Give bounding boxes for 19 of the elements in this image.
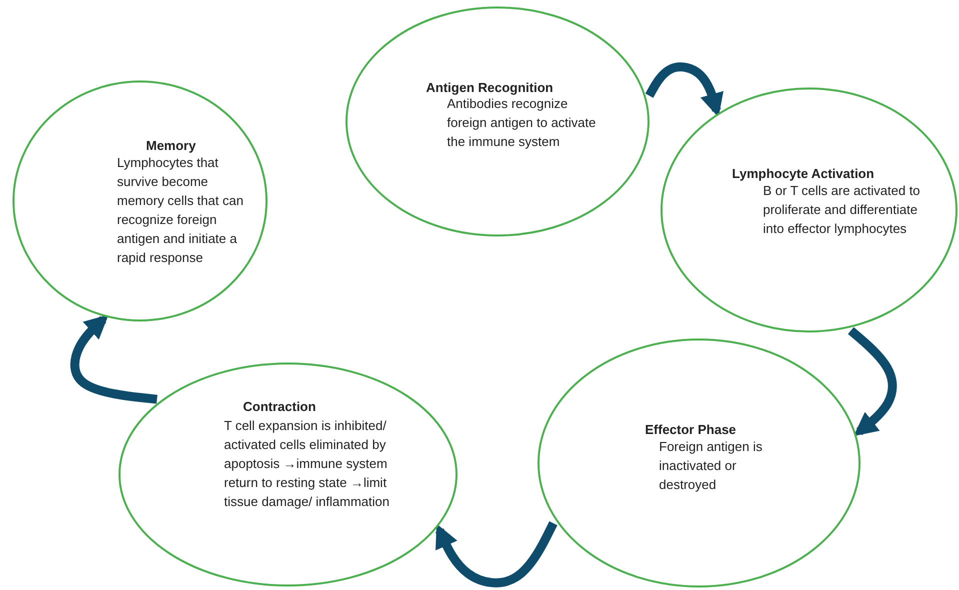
curved-arrow — [848, 327, 897, 436]
stage-title: Antigen Recognition — [426, 79, 554, 97]
stage-description: Lymphocytes that survive become memory cells that can recognize foreign antigen and initiate a rapid response — [117, 154, 244, 267]
stage-ellipse — [118, 362, 458, 587]
stage-ellipse — [12, 80, 268, 322]
stage-ellipse — [537, 338, 861, 588]
curved-arrow — [70, 314, 158, 404]
stage-ellipse — [660, 87, 958, 333]
curved-arrow — [435, 521, 558, 588]
stage-title: Memory — [146, 137, 196, 155]
stage-description: T cell expansion is inhibited/ activated cells eliminated by apoptosis →immune system return to resting state →limit tissue damage/ inflammation — [224, 417, 390, 511]
curved-arrow — [645, 62, 724, 118]
stage-title: Contraction — [243, 398, 316, 416]
stage-ellipse — [345, 6, 650, 237]
stage-title: Effector Phase — [645, 421, 736, 439]
stage-description: Foreign antigen is inactivated or destroyed — [659, 438, 764, 494]
stage-description: Antibodies recognize foreign antigen to activate the immune system — [447, 95, 597, 151]
stage-title: Lymphocyte Activation — [732, 165, 874, 183]
stage-description: B or T cells are activated to proliferate and differentiate into effector lymphocytes — [763, 182, 922, 238]
